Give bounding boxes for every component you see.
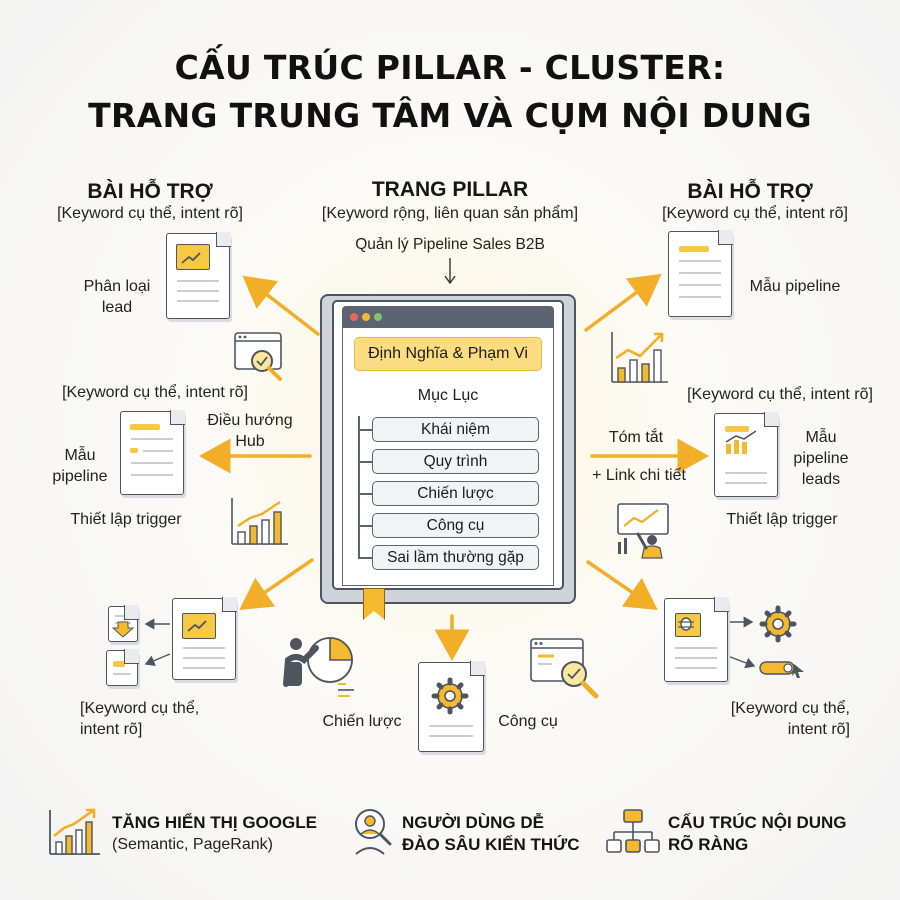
support-right-subtitle: [Keyword cụ thể, intent rõ] xyxy=(662,205,848,222)
growth-chart-icon xyxy=(49,808,100,855)
footer-benefit-2-title: NGƯỜI DÙNG DỄ ĐÀO SÂU KIẾN THỨC xyxy=(402,813,580,855)
toc-branch xyxy=(358,557,372,559)
trend-up-icon-2 xyxy=(187,620,207,632)
growth-bar-chart-icon xyxy=(611,332,668,383)
pillar-subtitle: [Keyword rộng, liên quan sản phẩm] xyxy=(321,205,579,222)
label-bottom-right-keyword: [Keyword cụ thể, intent rõ] xyxy=(730,700,850,738)
label-pipeline-template-left: Mẫu pipeline xyxy=(52,447,108,485)
toc-branch xyxy=(358,429,372,431)
toc-branch xyxy=(358,461,372,463)
footer-benefit-1-title: TĂNG HIỂN THỊ GOOGLE xyxy=(112,813,317,832)
toggle-cursor-icon xyxy=(759,661,804,678)
pillar-toc-title: Mục Lục xyxy=(417,387,479,404)
toc-item-concept[interactable]: Khái niệm xyxy=(372,417,539,442)
bug-icon xyxy=(678,617,694,631)
toc-branch xyxy=(358,525,372,527)
support-left-heading: BÀI HỖ TRỢ xyxy=(87,180,213,203)
pillar-window-titlebar xyxy=(342,306,554,328)
toc-item-strategy[interactable]: Chiến lược xyxy=(372,481,539,506)
cluster-document-bottom-right xyxy=(664,597,729,682)
label-strategy: Chiến lược xyxy=(322,713,402,730)
toc-branch xyxy=(358,493,372,495)
label-trigger-left: Thiết lập trigger xyxy=(70,511,182,528)
hierarchy-icon xyxy=(606,809,660,853)
browser-search-icon xyxy=(234,332,282,381)
pillar-topic: Quản lý Pipeline Sales B2B xyxy=(355,236,545,253)
cluster-document-bottom-left xyxy=(172,597,237,680)
toc-item-process[interactable]: Quy trình xyxy=(372,449,539,474)
download-arrow-icon xyxy=(111,621,135,638)
label-mid-left-keyword: [Keyword cụ thể, intent rõ] xyxy=(62,384,248,401)
support-right-heading: BÀI HỖ TRỢ xyxy=(687,180,813,203)
cluster-document-top-right xyxy=(668,230,733,317)
page-title-line1: CẤU TRÚC PILLAR - CLUSTER: xyxy=(174,48,726,87)
pillar-definition-box[interactable]: Định Nghĩa & Phạm Vi xyxy=(354,337,542,371)
label-tools: Công cụ xyxy=(498,713,558,730)
page-title-line2: TRANG TRUNG TÂM VÀ CỤM NỘI DUNG xyxy=(88,96,812,135)
arrow-down-icon xyxy=(444,258,456,285)
label-detail-link: + Link chi tiết xyxy=(592,467,686,484)
mini-chart-icon xyxy=(725,430,757,454)
bar-chart-icon xyxy=(231,498,288,545)
cluster-document-mid-right xyxy=(714,412,779,497)
footer-benefit-3-title: CẤU TRÚC NỘI DUNG RÕ RÀNG xyxy=(668,813,847,855)
gear-icon xyxy=(431,677,469,715)
trend-up-icon xyxy=(181,252,201,264)
label-pipeline-leads: Mẫu pipeline leads xyxy=(793,429,849,488)
label-pipeline-template-right: Mẫu pipeline xyxy=(749,278,841,295)
cluster-document-mid-left xyxy=(120,410,185,495)
label-summary: Tóm tắt xyxy=(608,429,664,446)
cluster-document-top-left xyxy=(166,232,231,319)
support-left-subtitle: [Keyword cụ thể, intent rõ] xyxy=(57,205,243,222)
label-mid-right-keyword: [Keyword cụ thể, intent rõ] xyxy=(687,386,873,403)
pillar-heading: TRANG PILLAR xyxy=(371,178,529,201)
label-bottom-left-keyword: [Keyword cụ thể, intent rõ] xyxy=(80,700,200,738)
strategy-presenter-icon xyxy=(283,637,354,697)
toc-item-common-mistakes[interactable]: Sai lầm thường gặp xyxy=(372,545,539,570)
toc-item-tools[interactable]: Công cụ xyxy=(372,513,539,538)
footer-benefit-1-subtitle: (Semantic, PageRank) xyxy=(112,836,273,853)
toc-tree-line xyxy=(358,416,360,558)
gear-icon-2 xyxy=(759,605,797,643)
presenter-board-icon xyxy=(617,503,669,559)
small-document-icon-2 xyxy=(106,649,139,686)
label-lead-classification: Phân loại lead xyxy=(83,278,151,316)
user-search-icon xyxy=(355,809,392,855)
browser-search-icon-2 xyxy=(530,638,599,699)
label-trigger-right: Thiết lập trigger xyxy=(726,511,838,528)
label-hub-navigation: Điều hướng Hub xyxy=(207,412,293,450)
